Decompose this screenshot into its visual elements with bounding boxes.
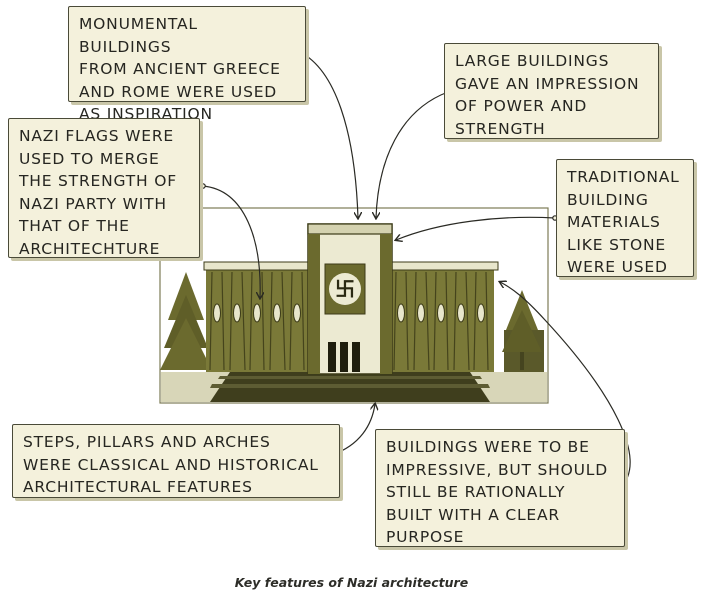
note-large-buildings: LARGE BUILDINGS GAVE AN IMPRESSION OF PO… <box>444 43 659 139</box>
tree-left <box>160 272 212 370</box>
figure-caption: Key features of Nazi architecture <box>234 575 469 590</box>
note-nazi-flags: NAZI FLAGS WERE USED TO MERGE THE STRENG… <box>8 118 200 258</box>
tree-right <box>502 290 544 372</box>
note-traditional-materials: TRADITIONAL BUILDING MATERIALS LIKE STON… <box>556 159 694 277</box>
arrow-flags <box>202 185 260 298</box>
note-impressive-rational: BUILDINGS WERE TO BE IMPRESSIVE, BUT SHO… <box>375 429 625 547</box>
swastika-emblem: 卐 <box>335 277 355 301</box>
note-steps-pillars-arches: STEPS, PILLARS AND ARCHES WERE CLASSICAL… <box>12 424 340 498</box>
right-wing <box>387 261 499 372</box>
central-tower: 卐 <box>307 223 393 375</box>
left-wing <box>203 261 313 372</box>
note-monumental-buildings: MONUMENTAL BUILDINGS FROM ANCIENT GREECE… <box>68 6 306 123</box>
arrow-materials <box>396 216 556 240</box>
arrow-impressive <box>500 282 631 489</box>
arrow-large <box>376 91 449 218</box>
steps <box>161 372 547 402</box>
arrow-monumental <box>299 51 358 218</box>
